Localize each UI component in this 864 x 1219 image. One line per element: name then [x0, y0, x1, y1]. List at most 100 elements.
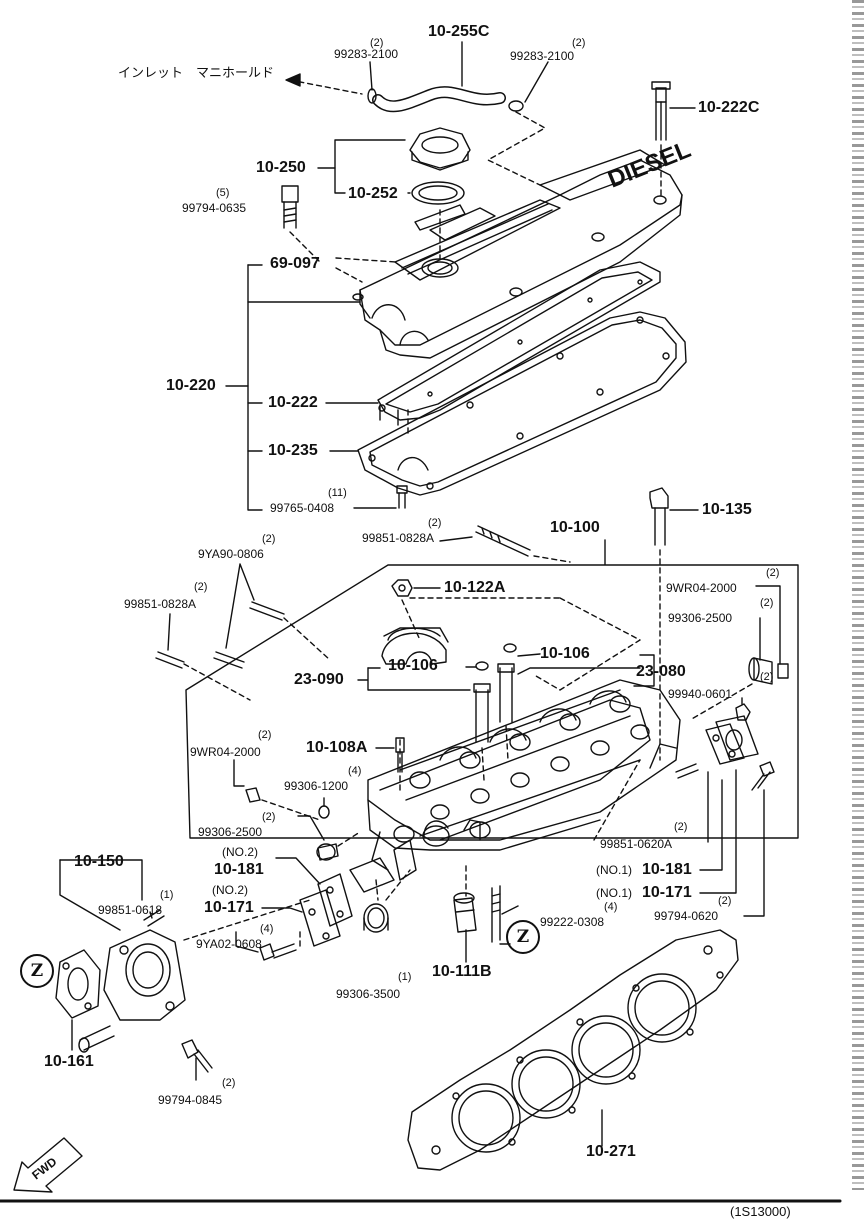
part-10-220: 10-220	[166, 377, 216, 394]
bolt-99851-0620A	[675, 763, 699, 779]
part-10-235: 10-235	[268, 442, 318, 459]
part-9YA90-0806: 9YA90-0806	[198, 547, 264, 561]
gasket-10-235	[357, 311, 687, 496]
plate-10-171-no1	[715, 715, 759, 761]
stud-99222-0308	[491, 885, 501, 943]
part-10-135: 10-135	[702, 501, 752, 518]
stud-9YA90-0806	[213, 601, 285, 669]
scan-edge-strip	[852, 0, 864, 1190]
part-10-255C: 10-255C	[428, 23, 490, 40]
part-10-171-left: 10-171	[204, 899, 254, 916]
plug-99306-2500-left	[316, 843, 339, 861]
diagram-reference: (1S13000)	[730, 1204, 791, 1219]
part-99794-0845: 99794-0845	[158, 1093, 223, 1107]
part-10-171-right: 10-171	[642, 884, 692, 901]
bolt-99794-0620	[751, 761, 775, 791]
oil-cap-10-250	[409, 127, 471, 171]
part-10-150: 10-150	[74, 853, 124, 870]
view-z-marker-center: Z	[506, 920, 540, 954]
qty-99283-a: (2)	[370, 37, 384, 49]
part-10-271: 10-271	[586, 1143, 636, 1160]
qty-99794-0635: (5)	[216, 187, 230, 199]
plug-9WR04-2000-right	[777, 663, 789, 679]
qty-no1-181: (NO.1)	[596, 863, 632, 877]
qty-99794-0845: (2)	[222, 1077, 236, 1089]
valve-guide-right	[497, 663, 515, 723]
part-10-111B: 10-111B	[432, 963, 492, 980]
bolt-99794-0635	[281, 185, 299, 229]
qty-99794-0620: (2)	[718, 895, 732, 907]
gasket-10-222	[377, 261, 661, 421]
part-10-106-a: 10-106	[540, 645, 590, 662]
part-99765-0408: 99765-0408	[270, 501, 335, 515]
part-9WR04-2000-right: 9WR04-2000	[666, 581, 737, 595]
qty-99222: (4)	[604, 901, 618, 913]
part-99851-0828A-b: 99851-0828A	[124, 597, 197, 611]
fwd-arrow-icon	[13, 1137, 83, 1193]
seal-99306-3500	[363, 903, 389, 933]
part-99306-1200: 99306-1200	[284, 779, 349, 793]
qty-9YA02: (4)	[260, 923, 274, 935]
part-99283-2100-a: 99283-2100	[334, 47, 399, 61]
part-99306-3500: 99306-3500	[336, 987, 401, 1001]
bolt-10-108A	[395, 737, 405, 773]
qty-99851-0828A-b: (2)	[194, 581, 208, 593]
bolt-10-135	[649, 487, 669, 546]
qty-99306-2500-left: (2)	[262, 811, 276, 823]
part-10-181-left: 10-181	[214, 861, 264, 878]
part-10-122A: 10-122A	[444, 579, 506, 596]
view-z-marker-left: Z	[20, 954, 54, 988]
head-gasket-10-271	[407, 929, 739, 1171]
qty-99306-2500-right: (2)	[760, 597, 774, 609]
cam-cap	[381, 627, 449, 665]
bolt-10-222C	[651, 81, 671, 141]
bolt-99765-0408	[396, 485, 408, 509]
bolt-99794-0845	[181, 1039, 213, 1073]
stud-99851-0828A-left	[155, 651, 185, 669]
qty-99283-b: (2)	[572, 37, 586, 49]
qty-99306-1200: (4)	[348, 765, 362, 777]
part-23-080: 23-080	[636, 663, 686, 680]
part-10-100: 10-100	[550, 519, 600, 536]
part-10-250: 10-250	[256, 159, 306, 176]
part-10-108A: 10-108A	[306, 739, 368, 756]
part-23-090: 23-090	[294, 671, 344, 688]
qty-99851-0620A: (2)	[674, 821, 688, 833]
qty-9WR04-right: (2)	[766, 567, 780, 579]
part-99222-0308: 99222-0308	[540, 915, 605, 929]
plug-9WR04-2000-left	[245, 787, 261, 803]
stud-99851-0618	[143, 909, 165, 927]
qty-99306-3500: (1)	[398, 971, 412, 983]
bolt-9YA02-0608	[259, 943, 297, 961]
part-9YA02-0608: 9YA02-0608	[196, 937, 262, 951]
plate-10-171-no2	[299, 889, 341, 947]
cylinder-head-10-100	[367, 679, 681, 871]
qty-9YA90: (2)	[262, 533, 276, 545]
part-69-097: 69-097	[270, 255, 320, 272]
part-99851-0618: 99851-0618	[98, 903, 163, 917]
housing-10-150	[78, 929, 186, 1053]
inlet-manifold-label: インレット マニホールド	[118, 65, 275, 80]
qty-no1-171: (NO.1)	[596, 886, 632, 900]
qty-99940: (2)	[760, 671, 774, 683]
gasket-10-181-no2	[317, 873, 353, 927]
plug-99306-2500-right	[748, 657, 773, 685]
part-10-222C: 10-222C	[698, 99, 760, 116]
part-10-106-b: 10-106	[388, 657, 438, 674]
part-10-181-right: 10-181	[642, 861, 692, 878]
qty-9WR04-left: (2)	[258, 729, 272, 741]
gasket-10-181-no1	[705, 723, 745, 765]
qty-no2-181: (NO.2)	[222, 845, 258, 859]
gasket-10-252	[411, 181, 465, 205]
part-10-161: 10-161	[44, 1053, 94, 1070]
part-99306-2500-left: 99306-2500	[198, 825, 263, 839]
part-99283-2100-b: 99283-2100	[510, 49, 575, 63]
plug-10-111B	[453, 892, 477, 933]
part-99794-0635: 99794-0635	[182, 201, 247, 215]
stud-99851-0828A-upper	[475, 525, 531, 557]
qty-99851-0618: (1)	[160, 889, 174, 901]
part-99306-2500-right: 99306-2500	[668, 611, 733, 625]
part-99851-0828A-a: 99851-0828A	[362, 531, 435, 545]
qty-99765: (11)	[328, 487, 347, 499]
